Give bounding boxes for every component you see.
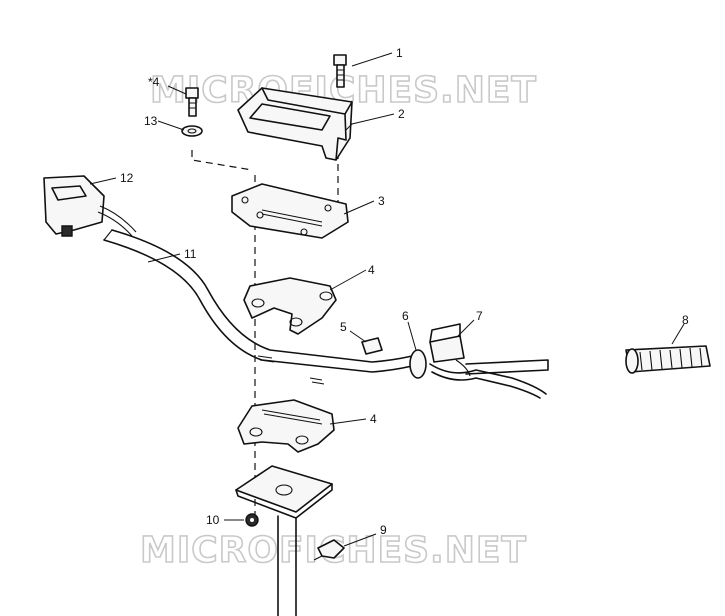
handlebar-cover-part bbox=[237, 87, 353, 161]
ring-part bbox=[409, 349, 427, 379]
plate-part bbox=[231, 183, 349, 239]
throttle-housing-part bbox=[43, 175, 137, 237]
callout-4-upper: 4 bbox=[368, 263, 375, 277]
callout-4-lower: 4 bbox=[370, 412, 377, 426]
leader-lines bbox=[89, 52, 685, 547]
nut-part bbox=[245, 513, 259, 527]
callout-9: 9 bbox=[380, 523, 387, 537]
bolt-part bbox=[333, 54, 347, 88]
callout-2: 2 bbox=[398, 107, 405, 121]
callout-6: 6 bbox=[402, 309, 409, 323]
callout-8: 8 bbox=[682, 313, 689, 327]
assembly-axis-bolt bbox=[191, 150, 253, 171]
callout-12: 12 bbox=[120, 171, 134, 185]
upper-clamp-part bbox=[243, 277, 337, 335]
lower-clamp-part bbox=[237, 399, 335, 453]
callout-7: 7 bbox=[476, 309, 483, 323]
callout-10: 10 bbox=[206, 513, 220, 527]
small-bolt-part bbox=[185, 87, 199, 117]
callout-13: 13 bbox=[144, 114, 158, 128]
cable-clamp-part bbox=[313, 539, 345, 561]
callout-3: 3 bbox=[378, 194, 385, 208]
brake-lever-part bbox=[429, 323, 547, 399]
callout-5: 5 bbox=[340, 320, 347, 334]
callout-1: 1 bbox=[396, 46, 403, 60]
callout-11: 11 bbox=[184, 247, 197, 261]
handlebar-part bbox=[103, 229, 549, 385]
washer-part bbox=[181, 125, 203, 137]
clip-part bbox=[361, 337, 383, 355]
callout-4-star: *4 bbox=[148, 75, 160, 89]
steering-post bbox=[277, 515, 297, 616]
grip-part bbox=[625, 345, 711, 374]
post-plate-part bbox=[235, 465, 333, 519]
